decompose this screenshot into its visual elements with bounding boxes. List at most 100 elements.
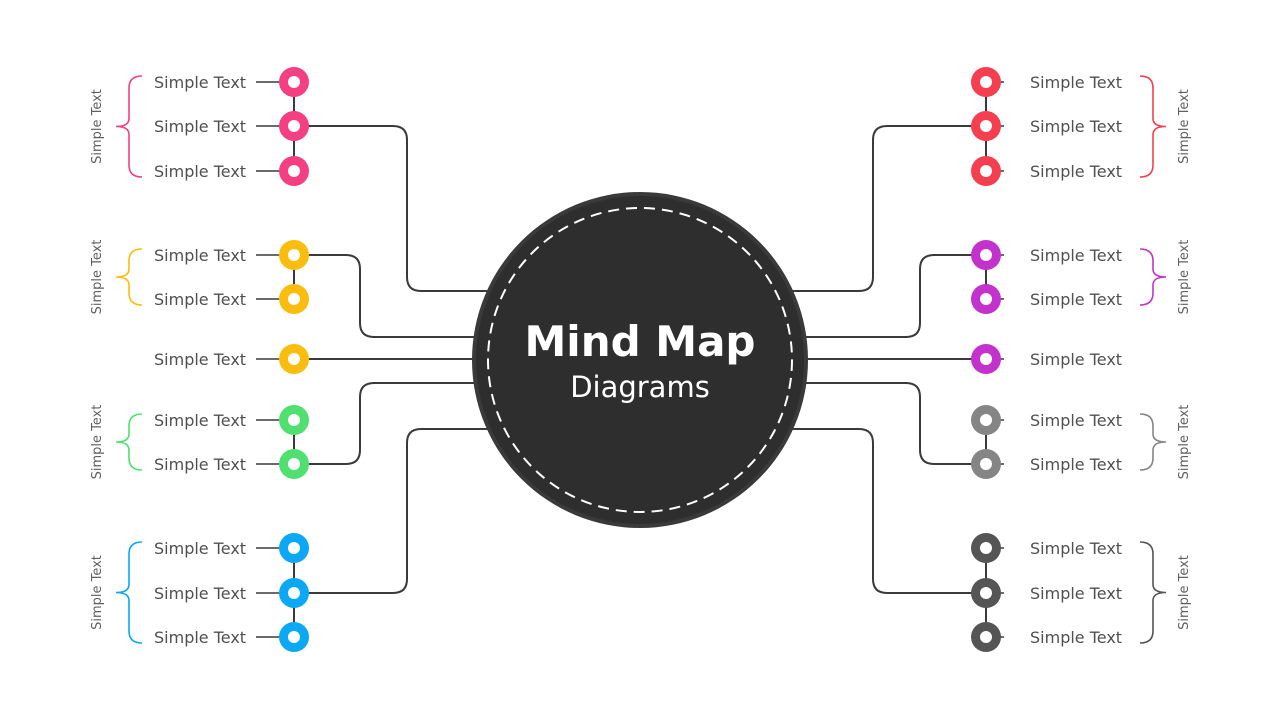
item-label: Simple Text — [1030, 73, 1122, 92]
item-label: Simple Text — [154, 73, 246, 92]
branch-item[interactable]: Simple Text — [154, 344, 309, 374]
node-hole — [980, 293, 992, 305]
curly-brace-icon — [1139, 75, 1167, 178]
branch-item[interactable]: Simple Text — [154, 284, 309, 314]
branch-item[interactable]: Simple Text — [971, 533, 1122, 563]
branch-group-right: Simple Text — [971, 344, 1122, 374]
node-hole — [288, 120, 300, 132]
branch-item[interactable]: Simple Text — [154, 449, 309, 479]
item-label: Simple Text — [1030, 117, 1122, 136]
group-label: Simple Text — [1177, 240, 1192, 315]
node-hole — [980, 249, 992, 261]
node-hole — [288, 631, 300, 643]
node-hole — [288, 587, 300, 599]
branch-connector — [294, 428, 640, 594]
branch-item[interactable]: Simple Text — [971, 284, 1122, 314]
node-hole — [980, 414, 992, 426]
center-title: Mind Map — [525, 317, 756, 366]
curly-brace-icon — [115, 541, 143, 644]
branch-connector — [294, 254, 640, 338]
branch-connector — [294, 125, 640, 292]
curly-brace-icon — [115, 75, 143, 178]
center-circle — [476, 196, 804, 524]
item-label: Simple Text — [154, 584, 246, 603]
node-hole — [980, 76, 992, 88]
item-label: Simple Text — [1030, 246, 1122, 265]
node-hole — [288, 414, 300, 426]
item-label: Simple Text — [1030, 455, 1122, 474]
group-label: Simple Text — [90, 555, 105, 630]
item-label: Simple Text — [1030, 584, 1122, 603]
item-label: Simple Text — [154, 411, 246, 430]
curly-brace-icon — [1139, 413, 1167, 471]
branch-item[interactable]: Simple Text — [971, 622, 1122, 652]
node-hole — [288, 249, 300, 261]
branch-connector — [640, 382, 986, 465]
branch-item[interactable]: Simple Text — [154, 240, 309, 270]
item-label: Simple Text — [154, 246, 246, 265]
branch-item[interactable]: Simple Text — [154, 578, 309, 608]
item-label: Simple Text — [1030, 411, 1122, 430]
group-label: Simple Text — [1177, 555, 1192, 630]
item-label: Simple Text — [1030, 350, 1122, 369]
node-hole — [980, 587, 992, 599]
group-label: Simple Text — [1177, 89, 1192, 164]
connector-lines — [294, 125, 986, 594]
item-label: Simple Text — [154, 290, 246, 309]
node-hole — [288, 293, 300, 305]
item-label: Simple Text — [154, 162, 246, 181]
group-label: Simple Text — [1177, 405, 1192, 480]
node-hole — [288, 542, 300, 554]
branch-item[interactable]: Simple Text — [154, 111, 309, 141]
branch-item[interactable]: Simple Text — [154, 156, 309, 186]
item-label: Simple Text — [154, 350, 246, 369]
branch-item[interactable]: Simple Text — [971, 67, 1122, 97]
branch-item[interactable]: Simple Text — [971, 111, 1122, 141]
node-hole — [288, 458, 300, 470]
branch-item[interactable]: Simple Text — [971, 240, 1122, 270]
curly-brace-icon — [1139, 248, 1167, 306]
item-label: Simple Text — [1030, 162, 1122, 181]
branch-connector — [640, 125, 986, 292]
item-label: Simple Text — [1030, 290, 1122, 309]
branch-group-left: Simple Text — [154, 344, 309, 374]
branch-item[interactable]: Simple Text — [154, 622, 309, 652]
curly-brace-icon — [115, 248, 143, 306]
branch-item[interactable]: Simple Text — [154, 67, 309, 97]
dashed-ring — [487, 207, 793, 513]
node-hole — [288, 165, 300, 177]
branch-connector — [640, 254, 986, 338]
curly-brace-icon — [1139, 541, 1167, 644]
branch-item[interactable]: Simple Text — [971, 578, 1122, 608]
branch-item[interactable]: Simple Text — [154, 405, 309, 435]
node-hole — [288, 353, 300, 365]
item-label: Simple Text — [1030, 539, 1122, 558]
curly-brace-icon — [115, 413, 143, 471]
branch-item[interactable]: Simple Text — [971, 449, 1122, 479]
item-label: Simple Text — [154, 539, 246, 558]
branch-item[interactable]: Simple Text — [971, 344, 1122, 374]
branch-item[interactable]: Simple Text — [971, 405, 1122, 435]
center-subtitle: Diagrams — [570, 370, 710, 404]
branch-item[interactable]: Simple Text — [971, 156, 1122, 186]
branch-connector — [640, 428, 986, 594]
group-label: Simple Text — [90, 240, 105, 315]
branch-item[interactable]: Simple Text — [154, 533, 309, 563]
item-label: Simple Text — [1030, 628, 1122, 647]
node-hole — [980, 165, 992, 177]
node-hole — [980, 353, 992, 365]
node-hole — [288, 76, 300, 88]
item-label: Simple Text — [154, 628, 246, 647]
node-hole — [980, 542, 992, 554]
